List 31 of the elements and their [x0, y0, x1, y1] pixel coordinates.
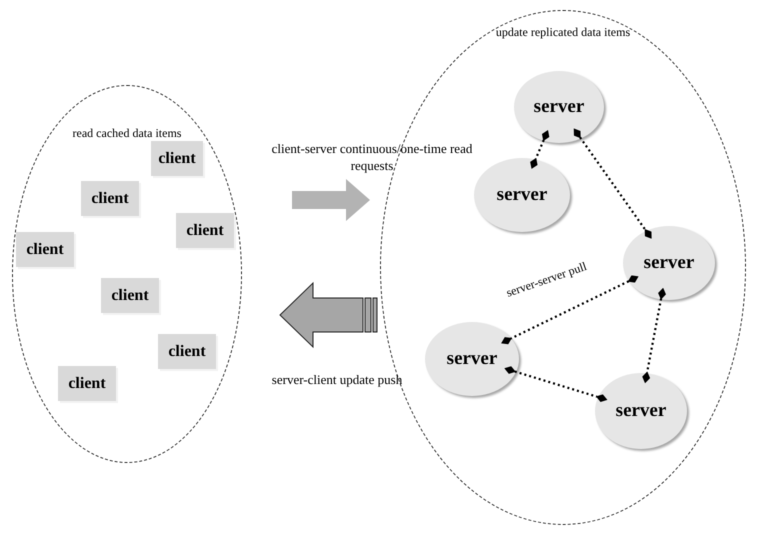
- server-ellipse: [623, 226, 715, 300]
- edge-label: client-server continuous/one-time read requests: [270, 140, 474, 174]
- node-label: server: [616, 398, 666, 423]
- client-box: [158, 334, 216, 369]
- node-label: client: [186, 220, 224, 240]
- dotted-connector: [574, 128, 652, 239]
- node-label: client: [68, 374, 106, 394]
- node-label: client: [168, 342, 206, 362]
- client-box: [101, 278, 159, 313]
- group-heading: read cached data items: [72, 125, 182, 142]
- dotted-connector: [642, 288, 666, 384]
- node-label: client: [111, 286, 149, 306]
- dotted-connector: [504, 366, 608, 402]
- node-label: server: [496, 182, 548, 207]
- edge-label: server-client update push: [270, 371, 404, 388]
- node-label: server: [534, 94, 584, 119]
- client-box: [16, 232, 74, 267]
- group-heading: update replicated data items: [494, 24, 632, 41]
- node-label: client: [158, 148, 196, 168]
- client-box: [176, 213, 234, 248]
- dotted-connector: [501, 275, 639, 344]
- node-label: client: [91, 188, 129, 208]
- node-label: client: [26, 240, 64, 260]
- client-box: [58, 366, 116, 401]
- node-label: server: [644, 250, 694, 275]
- dotted-connector: [530, 130, 550, 169]
- group-ellipse: [12, 85, 242, 463]
- node-label: server: [446, 346, 498, 371]
- block-arrow: [292, 179, 370, 221]
- client-box: [81, 181, 139, 216]
- client-box: [151, 141, 203, 176]
